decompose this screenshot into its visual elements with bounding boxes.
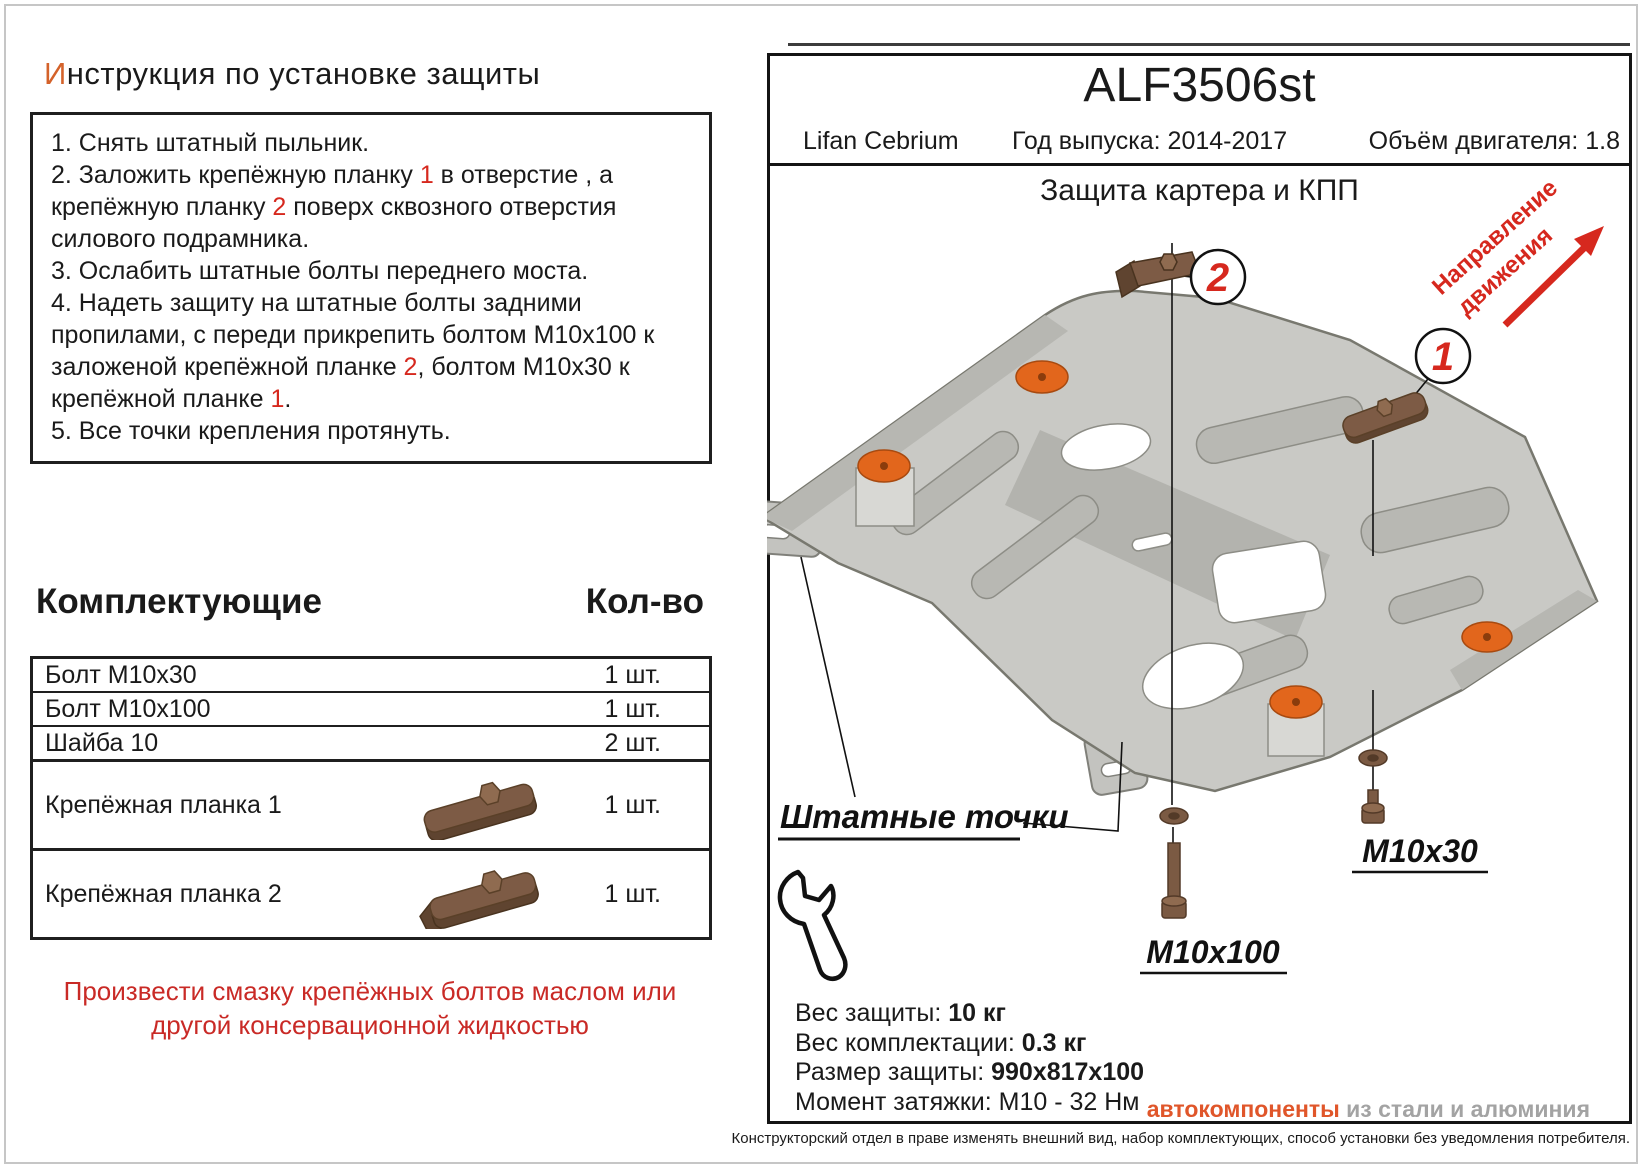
top-rule	[788, 43, 1630, 46]
table-row: Крепёжная планка 1 1 шт.	[33, 759, 709, 848]
red-number: 2	[403, 353, 418, 381]
disclaimer-text: Конструкторский отдел в праве изменять в…	[731, 1130, 1631, 1147]
spec-weight: Вес защиты: 10 кг	[795, 999, 1006, 1027]
table-row: Болт М10х30 1 шт.	[45, 660, 661, 689]
warning-text: Произвести смазку крепёжных болтов масло…	[63, 976, 677, 1040]
bracket-2	[1115, 251, 1202, 299]
wrench-icon	[777, 869, 848, 981]
callout-1: 1	[1414, 327, 1472, 385]
brand-logo-name: автокомпоненты	[1146, 1096, 1340, 1122]
table-row: Болт М10х100 1 шт.	[33, 691, 709, 725]
instruction-item-3: 3. Ослабить штатные болты переднего мост…	[51, 257, 589, 285]
svg-text:2: 2	[1206, 256, 1229, 300]
page-title: Инструкция по установке защиты	[44, 56, 540, 92]
model-title: ALF3506st	[1083, 59, 1316, 112]
parts-header: Комплектующие Кол-во	[36, 582, 704, 622]
parts-header-name: Комплектующие	[36, 582, 322, 621]
bracket-1-thumbnail-icon	[405, 770, 575, 840]
car-name: Lifan Cebrium	[803, 127, 959, 155]
spec-lines: Вес защиты: 10 кг Вес комплектации: 0.3 …	[795, 999, 1144, 1117]
factory-points-label: Штатные точки	[778, 798, 1069, 841]
red-number: 1	[419, 161, 434, 189]
parts-header-qty: Кол-во	[585, 582, 704, 621]
brand-logo: автокомпоненты из стали и алюминия	[1147, 1096, 1590, 1123]
orange-bushings	[857, 360, 1513, 719]
instructions-box: 1. Снять штатный пыльник. 2. Заложить кр…	[30, 112, 712, 464]
instruction-item-5: 5. Все точки крепления протянуть.	[51, 417, 451, 445]
m10x30-label: M10x30	[1352, 833, 1488, 874]
red-number: 1	[270, 385, 285, 413]
red-number: 2	[272, 193, 287, 221]
bracket-1	[1342, 392, 1429, 444]
instruction-item-4: 4. Надеть защиту на штатные болты задним…	[51, 289, 655, 413]
brand-logo-tagline: из стали и алюминия	[1346, 1096, 1590, 1122]
skid-plate	[767, 289, 1599, 793]
spec-panel	[767, 53, 1632, 1124]
production-years: Год выпуска: 2014-2017	[1012, 127, 1288, 155]
header-divider	[770, 163, 1629, 166]
svg-text:M10x30: M10x30	[1362, 833, 1478, 869]
instruction-item-2: 2. Заложить крепёжную планку 1 в отверст…	[51, 161, 617, 253]
drawing-title: Защита картера и КПП	[1040, 174, 1359, 207]
table-row: Шайба 10 2 шт.	[33, 725, 709, 759]
spec-size: Размер защиты: 990х817х100	[795, 1058, 1145, 1086]
spec-torque: Момент затяжки: М10 - 32 Нм	[795, 1087, 1140, 1116]
instruction-item-1: 1. Снять штатный пыльник.	[51, 129, 370, 157]
parts-table: Болт М10х30 1 шт. Болт М10х100 1 шт. Шай…	[30, 656, 712, 940]
page-title-rest: нструкция по установке защиты	[66, 56, 541, 91]
technical-drawing: 2 1 Штатные точки M10x30 M10x100 Направл…	[767, 174, 1604, 981]
svg-text:1: 1	[1432, 335, 1454, 379]
direction-arrow: Направление движения	[1427, 174, 1604, 328]
m10x100-label: M10x100	[1140, 934, 1287, 975]
bolt-m10x30	[1358, 749, 1388, 824]
svg-text:Штатные точки: Штатные точки	[780, 798, 1069, 835]
engine-volume: Объём двигателя: 1.8	[1368, 127, 1620, 155]
bracket-2-thumbnail-icon	[405, 859, 575, 929]
callout-2: 2	[1189, 248, 1247, 306]
svg-text:M10x100: M10x100	[1146, 934, 1280, 970]
spec-kit-weight: Вес комплектации: 0.3 кг	[795, 1028, 1087, 1057]
leader-lines	[800, 243, 1433, 845]
page-title-first-letter: И	[44, 56, 67, 91]
table-row: Крепёжная планка 2 1 шт.	[33, 848, 709, 937]
bolt-m10x100	[1159, 807, 1189, 919]
